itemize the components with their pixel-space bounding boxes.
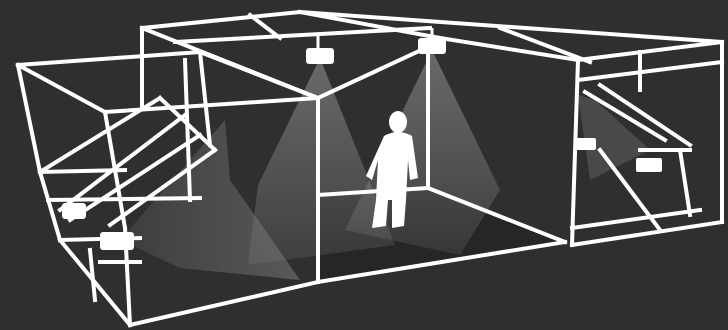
right-ceiling-beam [345, 50, 500, 255]
wall-projector-right-bottom [636, 158, 662, 172]
wall-projector-icon [574, 138, 596, 150]
wall-projector-icon [62, 203, 86, 219]
wall-projector-icon [636, 158, 662, 172]
ceiling-projector-right [418, 28, 446, 54]
ceiling-projector-icon [306, 48, 334, 64]
wall-projector-left-top [62, 203, 86, 219]
ceiling-projector-icon [418, 38, 446, 54]
ceiling-projector-left [306, 36, 334, 64]
wall-projector-left-bottom [100, 232, 134, 250]
wall-projector-icon [100, 232, 134, 250]
wall-projector-right-top [574, 138, 596, 150]
